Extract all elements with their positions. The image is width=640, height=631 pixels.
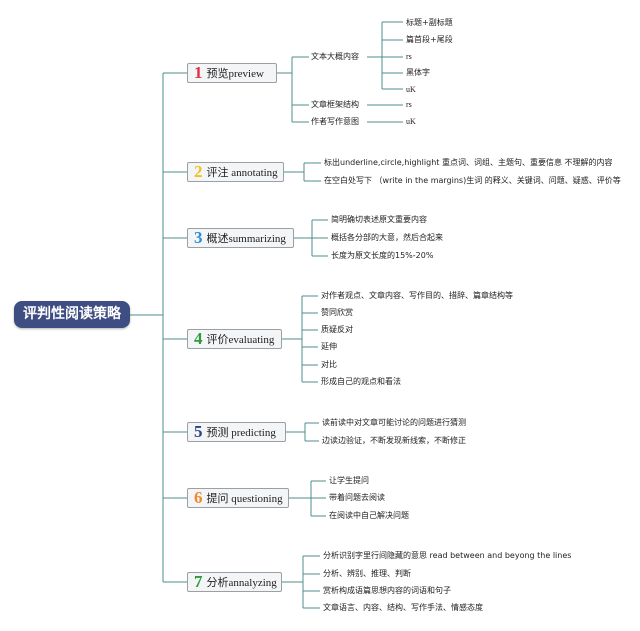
branch-number: 6 bbox=[194, 488, 203, 507]
branch-label: 评价evaluating bbox=[206, 334, 275, 346]
leaf-node[interactable]: 简明确切表述原文重要内容 bbox=[331, 215, 427, 224]
branch-node-questioning[interactable]: 6 提问 questioning bbox=[187, 488, 289, 508]
leaf-node[interactable]: 文章语言、内容、结构、写作手法、情感态度 bbox=[323, 603, 483, 612]
branch-label: 概述summarizing bbox=[206, 233, 286, 245]
branch-node-annotating[interactable]: 2 评注 annotating bbox=[187, 162, 284, 182]
leaf-node[interactable]: uK bbox=[406, 85, 416, 94]
sub-node[interactable]: 文章框架结构 bbox=[311, 100, 359, 109]
root-node[interactable]: 评判性阅读策略 bbox=[14, 301, 130, 328]
branch-node-predicting[interactable]: 5 预测 predicting bbox=[187, 422, 286, 442]
leaf-node[interactable]: 概括各分部的大意，然后合起来 bbox=[331, 233, 443, 242]
branch-number: 7 bbox=[194, 572, 203, 591]
leaf-node[interactable]: 赞同欣赏 bbox=[321, 308, 353, 317]
leaf-node[interactable]: 分析识别字里行间隐藏的意思 read between and beyong th… bbox=[323, 551, 572, 560]
branch-number: 4 bbox=[194, 329, 203, 348]
leaf-node[interactable]: 在阅读中自己解决问题 bbox=[329, 511, 409, 520]
sub-node[interactable]: 作者写作意图 bbox=[311, 117, 359, 126]
leaf-node[interactable]: 形成自己的观点和看法 bbox=[321, 377, 401, 386]
leaf-node[interactable]: rs bbox=[406, 100, 412, 109]
leaf-node[interactable]: 对作者观点、文章内容、写作目的、措辞、篇章结构等 bbox=[321, 291, 513, 300]
branch-node-analyzing[interactable]: 7 分析annalyzing bbox=[187, 572, 282, 592]
branch-number: 1 bbox=[194, 63, 203, 82]
leaf-node[interactable]: 质疑反对 bbox=[321, 325, 353, 334]
branch-label: 预览preview bbox=[206, 68, 264, 80]
leaf-node[interactable]: rs bbox=[406, 52, 412, 61]
branch-number: 5 bbox=[194, 422, 203, 441]
branch-node-preview[interactable]: 1 预览preview bbox=[187, 63, 277, 83]
leaf-node[interactable]: 篇首段+尾段 bbox=[406, 35, 453, 44]
branch-node-evaluating[interactable]: 4 评价evaluating bbox=[187, 329, 282, 349]
leaf-node[interactable]: 让学生提问 bbox=[329, 476, 369, 485]
leaf-node[interactable]: 赏析构成语篇思想内容的词语和句子 bbox=[323, 586, 451, 595]
branch-number: 3 bbox=[194, 228, 203, 247]
leaf-node[interactable]: 长度为原文长度的15%-20% bbox=[331, 251, 434, 260]
branch-label: 预测 predicting bbox=[206, 427, 276, 439]
leaf-node[interactable]: 分析、辨别、推理、判断 bbox=[323, 569, 411, 578]
branch-label: 分析annalyzing bbox=[206, 577, 277, 589]
leaf-node[interactable]: 在空白处写下 （write in the margins)生词 的释义、关键词、… bbox=[324, 176, 621, 185]
leaf-node[interactable]: 延伸 bbox=[321, 342, 337, 351]
leaf-node[interactable]: 标出underline,circle,highlight 重点词、词组、主题句、… bbox=[324, 158, 613, 167]
leaf-node[interactable]: 黑体字 bbox=[406, 68, 430, 77]
leaf-node[interactable]: 带着问题去阅读 bbox=[329, 493, 385, 502]
branch-node-summarizing[interactable]: 3 概述summarizing bbox=[187, 228, 294, 248]
branch-label: 提问 questioning bbox=[206, 493, 283, 505]
leaf-node[interactable]: uK bbox=[406, 117, 416, 126]
leaf-node[interactable]: 读前读中对文章可能讨论的问题进行猜测 bbox=[322, 418, 466, 427]
branch-label: 评注 annotating bbox=[206, 167, 278, 179]
leaf-node[interactable]: 标题+副标题 bbox=[406, 18, 453, 27]
sub-node[interactable]: 文本大概内容 bbox=[311, 52, 359, 61]
leaf-node[interactable]: 对比 bbox=[321, 360, 337, 369]
leaf-node[interactable]: 边读边验证，不断发现新线索，不断修正 bbox=[322, 436, 466, 445]
branch-number: 2 bbox=[194, 162, 203, 181]
